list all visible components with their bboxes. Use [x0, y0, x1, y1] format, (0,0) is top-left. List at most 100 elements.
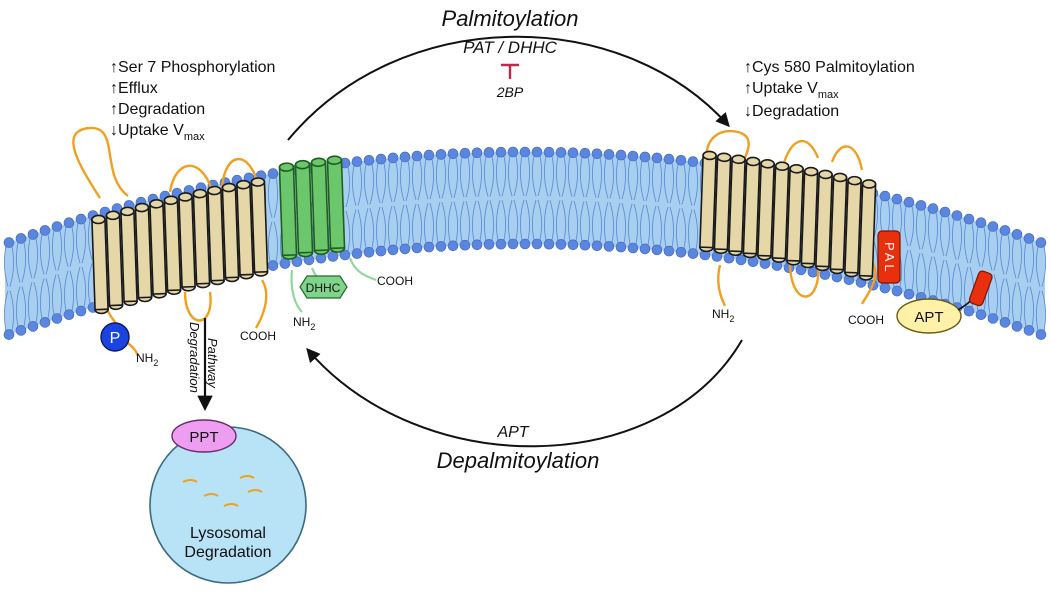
helix-body	[326, 159, 346, 250]
helix-body	[178, 195, 196, 288]
helix-body	[221, 186, 240, 279]
lipid-tail	[63, 270, 75, 311]
lipid-head-group	[687, 156, 699, 167]
lipid-tail	[1023, 286, 1035, 327]
transmembrane-helix	[91, 214, 109, 315]
transmembrane-helix	[178, 192, 196, 292]
helix-cap	[310, 157, 327, 168]
lipid-tail	[591, 157, 603, 198]
transmembrane-helix	[771, 161, 790, 263]
transmembrane-helix	[844, 175, 862, 278]
helix-cap	[774, 161, 790, 172]
pal-label: PAL	[882, 242, 897, 275]
lipid-tail	[951, 219, 963, 260]
lipid-head-group	[675, 155, 687, 166]
lipid-head-group	[483, 147, 495, 158]
lipid-tail	[1035, 246, 1047, 287]
lipid-tail	[1011, 238, 1023, 279]
lipid-head-group	[495, 146, 507, 158]
degradation-pathway-text-2: Pathway	[205, 338, 220, 389]
lipid-tail	[951, 263, 963, 304]
apt-enzyme	[896, 298, 962, 334]
lipid-head-group	[3, 329, 15, 340]
depalmitoylation-arrow	[306, 339, 743, 448]
lipid-head-group	[603, 241, 615, 252]
helix-cap	[105, 210, 121, 221]
lipid-tail	[471, 156, 483, 197]
lipid-head-group	[579, 239, 591, 251]
lipid-tail	[999, 278, 1011, 319]
transmembrane-helix	[120, 206, 138, 307]
lipid-tail	[615, 203, 627, 244]
helix-body	[310, 161, 330, 252]
lipid-tail	[663, 206, 675, 248]
lipid-tail	[687, 209, 699, 250]
lipid-head-group	[951, 210, 963, 221]
transmembrane-helix	[207, 185, 225, 286]
lipid-tail	[687, 165, 699, 206]
lipid-tail	[51, 274, 63, 315]
left-effect-1: ↑Ser 7 Phosphorylation	[110, 59, 275, 76]
lipid-tail	[3, 246, 15, 287]
lipid-tail	[399, 160, 411, 202]
lipid-tail	[627, 203, 639, 245]
lipid-head-group	[63, 309, 75, 321]
ppt-enzyme	[171, 419, 237, 453]
lipid-head-group	[75, 305, 87, 317]
lipid-tail	[483, 200, 495, 241]
fragment	[239, 475, 255, 479]
lipid-tail	[15, 286, 27, 327]
lipid-tail	[495, 156, 507, 197]
lipid-head-group	[999, 317, 1011, 328]
lipid-head-group	[423, 241, 435, 253]
dhhc-label: DHHC	[306, 281, 341, 295]
lipid-head-group	[555, 147, 567, 158]
helix-cap	[847, 175, 862, 186]
helix-body	[250, 180, 269, 274]
lipid-head-group	[615, 149, 627, 161]
helix-body	[149, 202, 167, 295]
helix-body	[829, 176, 848, 271]
helix-body	[192, 192, 211, 285]
lipid-head-group	[435, 241, 447, 252]
lipid-head-group	[15, 233, 27, 244]
lipid-tail	[1011, 282, 1023, 323]
lipid-tail	[75, 222, 87, 264]
left-extracellular-loop-3	[220, 157, 260, 189]
helix-body	[236, 183, 254, 276]
helix-cap	[803, 166, 819, 177]
helix-body	[800, 170, 819, 265]
lipid-tail	[555, 156, 567, 197]
lipid-tail	[591, 201, 603, 242]
lipid-head-group	[267, 260, 279, 271]
lipid-tail	[531, 199, 543, 241]
lipid-head-group	[987, 313, 999, 324]
lipid-head-group	[423, 149, 435, 161]
depalmitoylation-label: Depalmitoylation	[437, 448, 600, 473]
lipid-head-group	[471, 147, 483, 159]
lipid-tail	[399, 204, 411, 245]
helix-body	[844, 179, 862, 274]
helix-cap	[207, 185, 222, 196]
lipid-head-group	[891, 285, 903, 297]
lipid-tail	[531, 155, 543, 197]
transmembrane-helix	[713, 152, 732, 255]
lipid-tail	[39, 278, 51, 319]
lipid-head-group	[963, 305, 975, 317]
lipid-head-group	[639, 243, 651, 255]
apt-enzyme-label: APT	[496, 424, 529, 441]
lipid-head-group	[1023, 233, 1035, 244]
lipid-tail	[675, 164, 687, 205]
lipid-tail	[483, 156, 495, 197]
lipid-head-group	[963, 213, 975, 225]
helix-body	[713, 156, 732, 251]
inhibitor-2bp-label: 2BP	[496, 84, 524, 100]
lipid-tail	[75, 266, 87, 308]
right-cooh-tail	[860, 261, 877, 305]
lipid-tail	[495, 200, 507, 241]
inhibition-symbol	[501, 63, 519, 79]
helix-body	[771, 165, 790, 260]
lipid-tail	[435, 202, 447, 243]
lipid-tail	[39, 234, 51, 275]
